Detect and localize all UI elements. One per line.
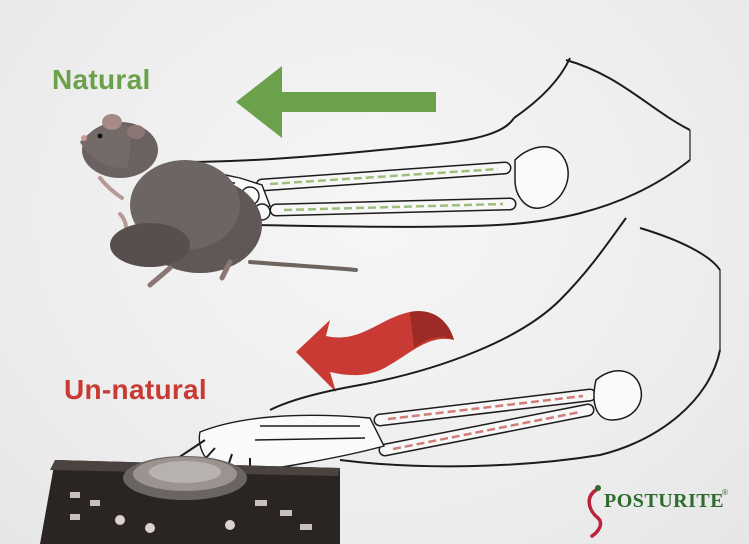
arrow-left-icon bbox=[236, 66, 436, 138]
forearm-natural-bones bbox=[255, 146, 569, 217]
unnatural-label: Un-natural bbox=[64, 374, 207, 405]
natural-label: Natural bbox=[52, 64, 151, 95]
rat-illustration bbox=[80, 114, 358, 288]
forearm-natural-outline bbox=[184, 57, 691, 228]
twisted-arrow-left-icon bbox=[296, 311, 454, 392]
posturite-logo-mark bbox=[587, 485, 603, 538]
logo-trademark: ® bbox=[722, 488, 728, 497]
dj-controller-illustration bbox=[40, 456, 340, 544]
posturite-logo: POSTURITE ® bbox=[582, 482, 732, 532]
forearm-unnatural-outline bbox=[269, 217, 721, 468]
logo-brand: POSTURITE bbox=[604, 490, 725, 512]
forearm-unnatural-bones bbox=[373, 370, 643, 457]
